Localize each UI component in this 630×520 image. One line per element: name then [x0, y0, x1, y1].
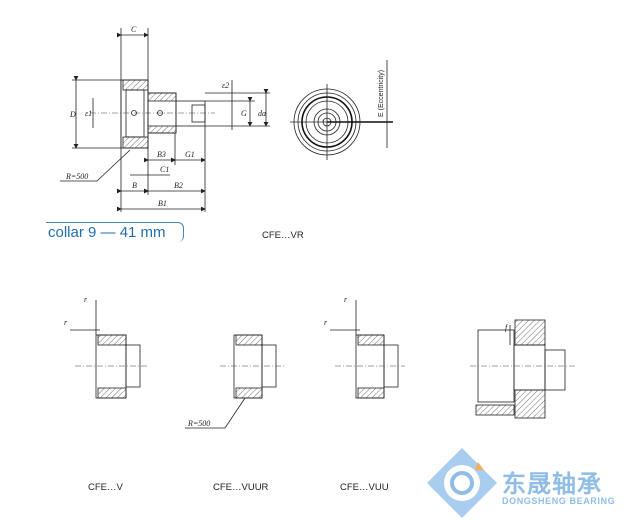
cam-follower-section-drawing: C D ε1 ε2 G da B3 G1 C1 B B2 B1 R=500 [60, 25, 270, 212]
radius-label: R=500 [65, 172, 88, 181]
front-view-drawing: E (Eccentricity) [290, 60, 393, 160]
dim-G1: G1 [185, 150, 195, 159]
radius-label: R=500 [187, 419, 210, 428]
eccentricity-label: E (Eccentricity) [378, 70, 385, 117]
cfe-vuu-drawing: r r [324, 295, 405, 399]
caption-cfe-vr: CFE…VR [262, 230, 304, 241]
logo-icon [427, 448, 497, 518]
dim-C: C [131, 25, 137, 34]
dim-B3: B3 [157, 150, 166, 159]
caption-cfe-vuur: CFE…VUUR [213, 482, 269, 493]
dim-B: B [132, 181, 137, 190]
collar-range-banner: collar 9 — 41 mm [46, 222, 184, 242]
dim-B1: B1 [158, 199, 167, 208]
dim-C1: C1 [160, 165, 169, 174]
label-r: r [84, 295, 88, 304]
dim-e1: ε1 [85, 109, 92, 118]
caption-cfe-vuu: CFE…VUU [340, 482, 389, 493]
logo-text-cn: 东晟轴承 [502, 471, 602, 498]
mounting-drawing: f [470, 319, 575, 419]
cfe-v-drawing: r r [64, 295, 148, 399]
label-r: r [324, 318, 328, 327]
logo-text-en: DONGSHENG BEARING [502, 496, 616, 506]
dim-e2: ε2 [222, 81, 229, 90]
dim-B2: B2 [174, 181, 183, 190]
caption-cfe-v: CFE…V [88, 482, 123, 493]
label-f: f [505, 323, 509, 332]
dim-G: G [241, 109, 247, 118]
label-r: r [344, 295, 348, 304]
cfe-vuur-drawing: R=500 [185, 334, 285, 429]
dim-D: D [69, 110, 76, 119]
dim-da: da [258, 109, 266, 118]
label-r: r [64, 318, 68, 327]
